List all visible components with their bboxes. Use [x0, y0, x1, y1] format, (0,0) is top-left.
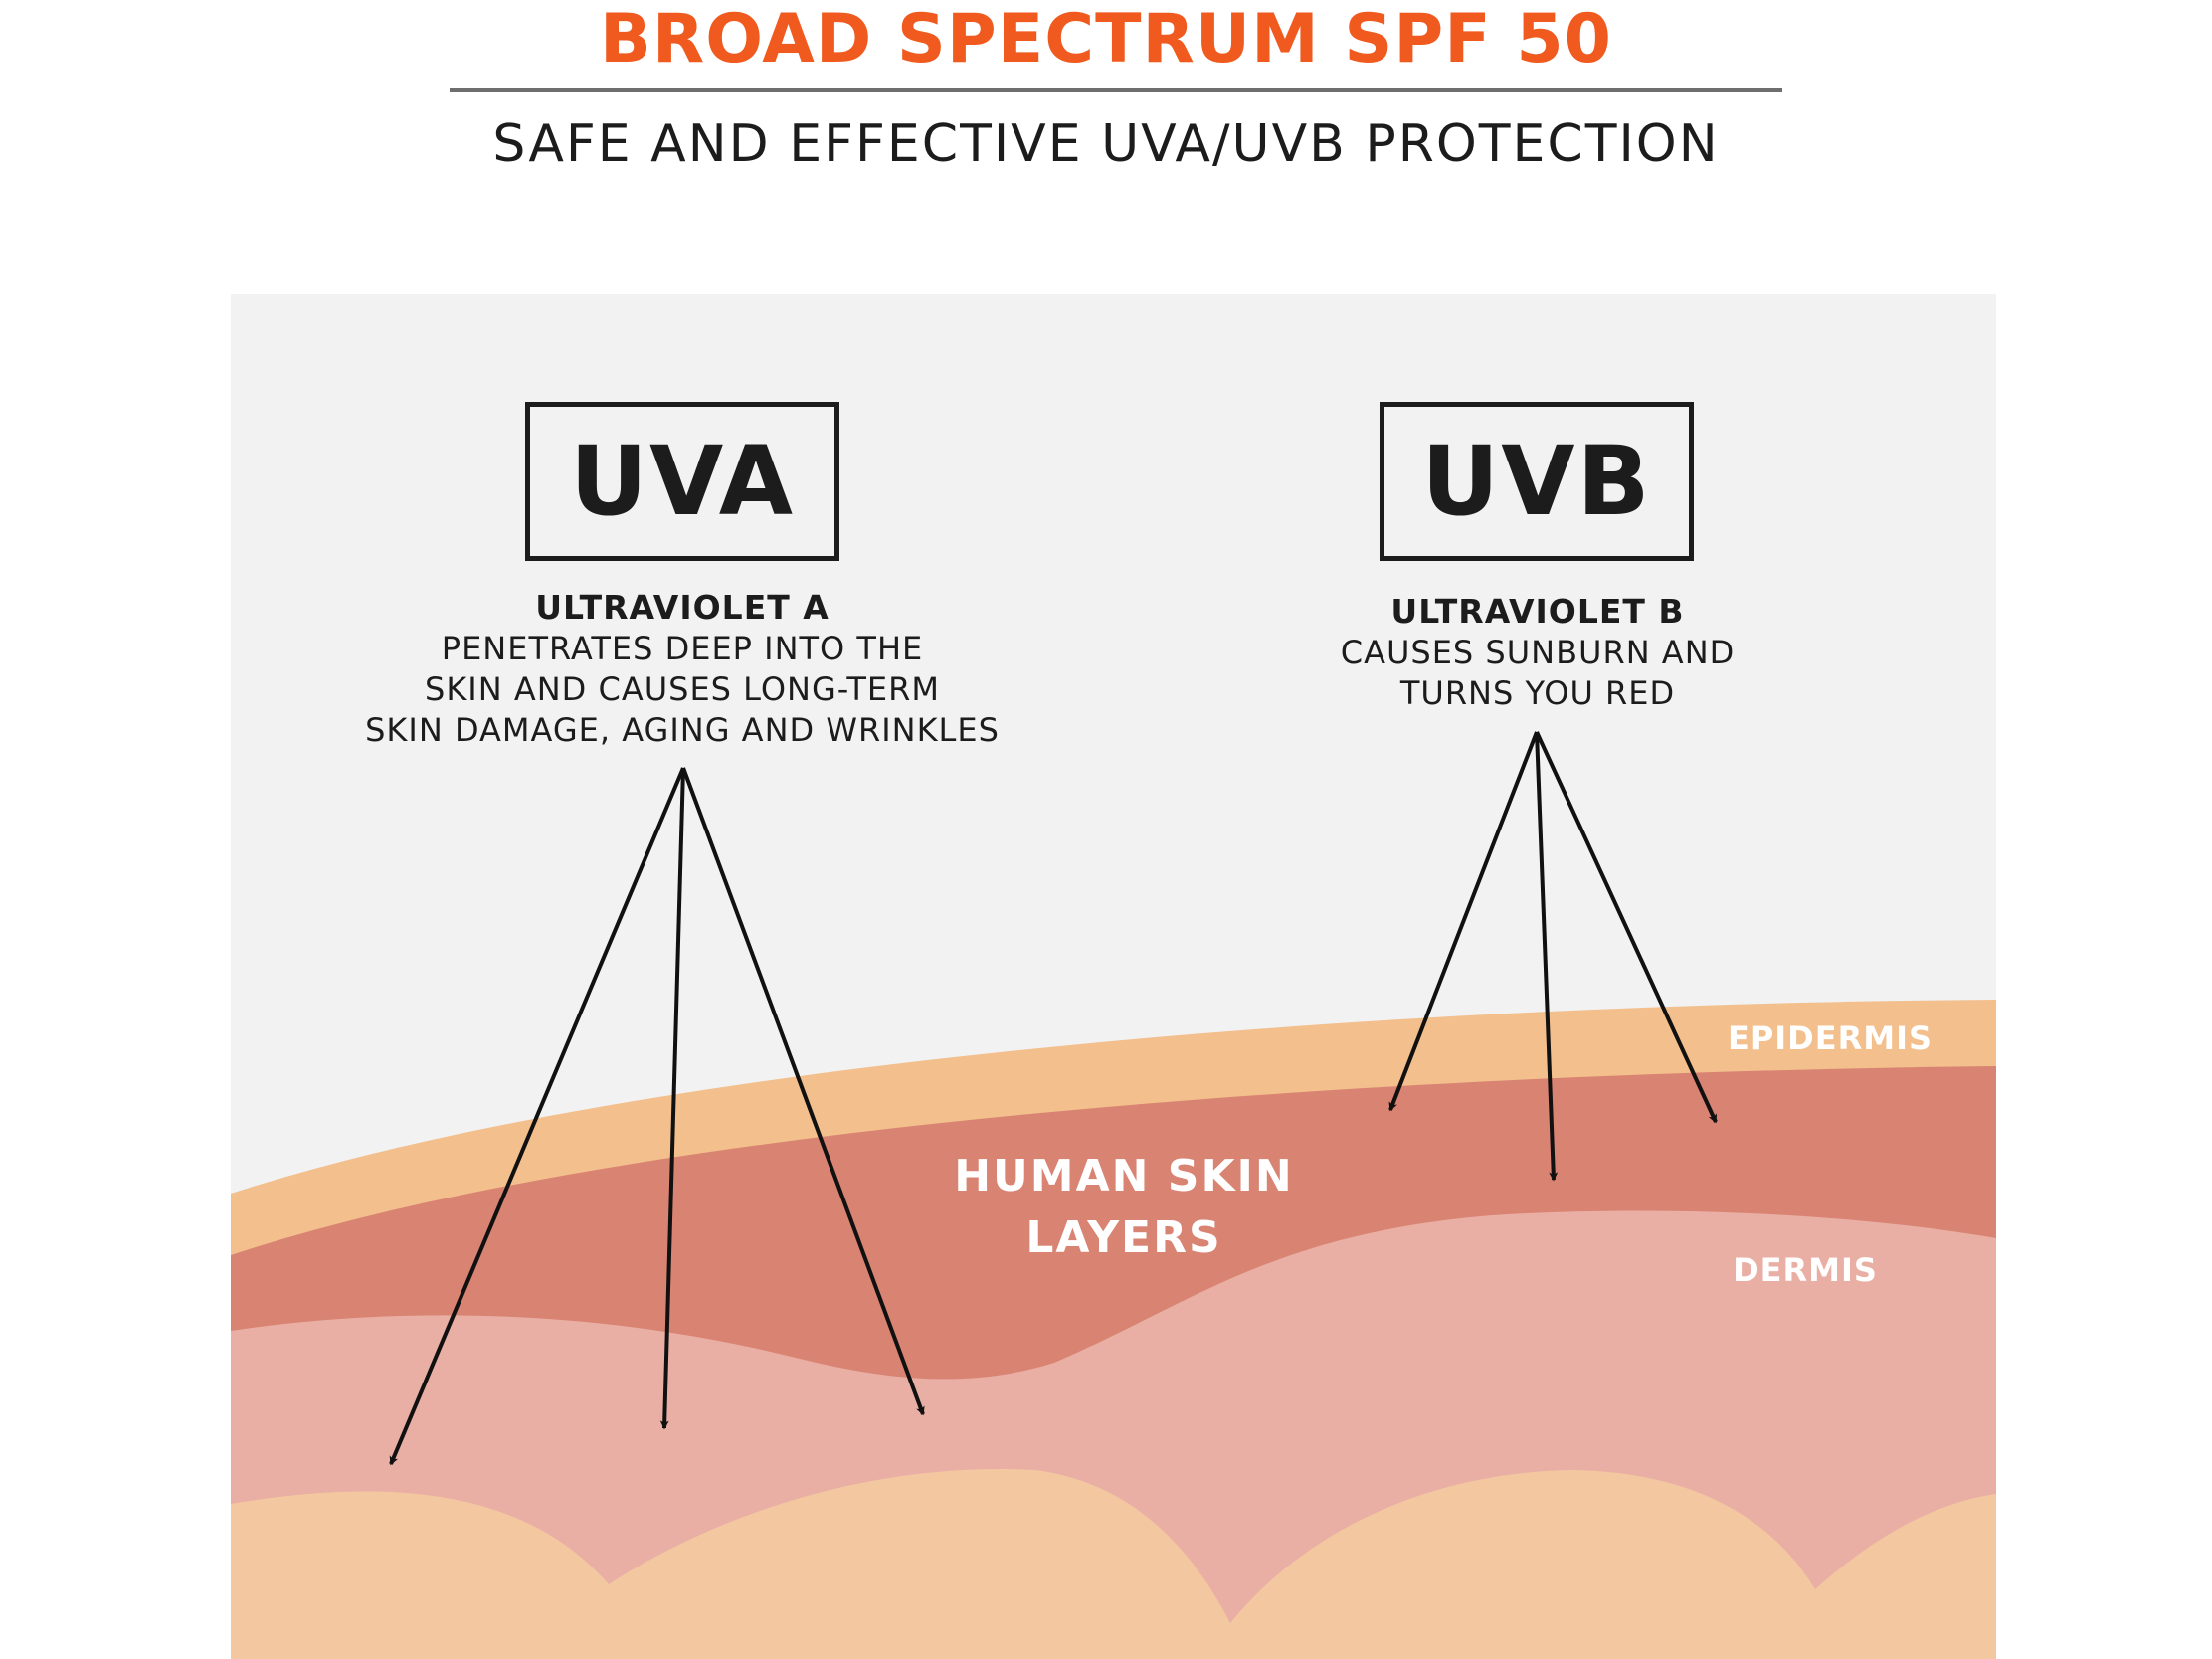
uva-description-line: SKIN DAMAGE, AGING AND WRINKLES [365, 711, 1000, 749]
uvb-heading: ULTRAVIOLET B [1390, 592, 1685, 631]
uva-arrow-left [389, 767, 685, 1466]
uvb-arrow-right [1535, 731, 1718, 1124]
uvb-arrow-center [1535, 731, 1559, 1182]
page-title: BROAD SPECTRUM SPF 50 [600, 0, 1612, 79]
epidermis-label: EPIDERMIS [1727, 1019, 1934, 1057]
uva-description: ULTRAVIOLET A PENETRATES DEEP INTO THE S… [298, 587, 1066, 751]
uvb-description: ULTRAVIOLET B CAUSES SUNBURN AND TURNS Y… [1283, 591, 1792, 714]
uva-description-line: SKIN AND CAUSES LONG-TERM [425, 670, 940, 708]
uvb-arrows [1388, 731, 1718, 1182]
uvb-description-line: CAUSES SUNBURN AND [1340, 634, 1736, 671]
subcutaneous-layer [231, 1468, 1996, 1659]
uva-heading: ULTRAVIOLET A [535, 588, 830, 627]
human-skin-label-line-2: LAYERS [1025, 1212, 1222, 1263]
human-skin-label-line-1: HUMAN SKIN [954, 1151, 1294, 1201]
uva-arrow-center [659, 767, 685, 1430]
uva-arrow-right [681, 767, 925, 1416]
title-divider [450, 88, 1782, 92]
uva-box: UVA [525, 402, 839, 561]
uvb-box: UVB [1380, 402, 1694, 561]
dermis-label: DERMIS [1733, 1251, 1878, 1289]
uvb-description-line: TURNS YOU RED [1399, 674, 1676, 712]
uvb-arrow-left [1388, 731, 1539, 1112]
uva-description-line: PENETRATES DEEP INTO THE [441, 630, 924, 667]
page-subtitle: SAFE AND EFFECTIVE UVA/UVB PROTECTION [492, 114, 1720, 174]
human-skin-layers-label: HUMAN SKIN LAYERS [895, 1146, 1353, 1269]
uva-arrows [389, 767, 925, 1466]
